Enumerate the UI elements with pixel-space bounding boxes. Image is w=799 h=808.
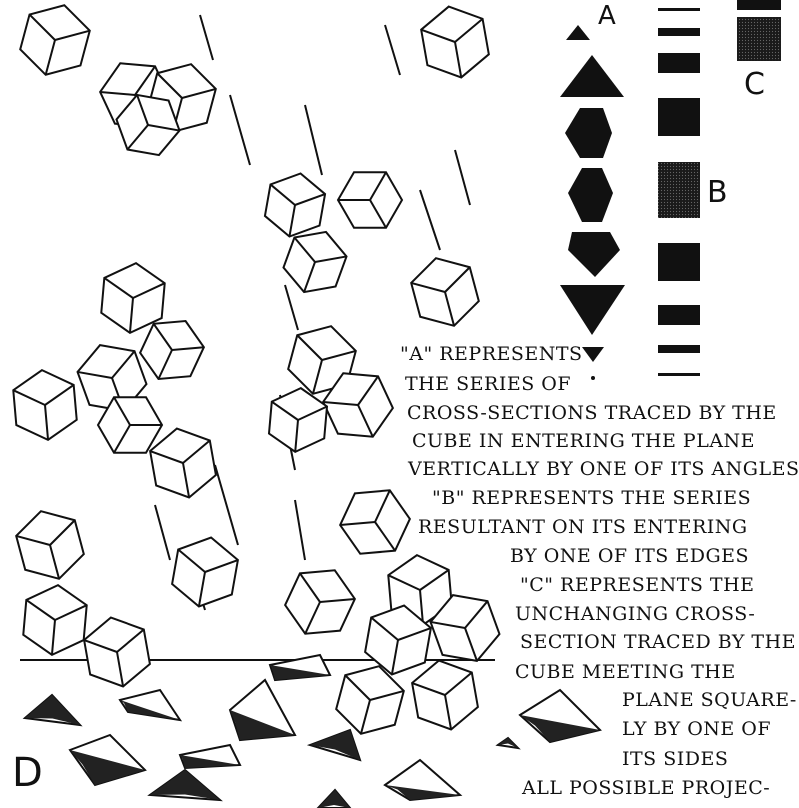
series-b-shape-6 xyxy=(658,243,700,281)
series-a-shape-6 xyxy=(560,285,625,335)
cube-group xyxy=(13,5,499,734)
label-a: A xyxy=(598,3,616,29)
label-c: C xyxy=(744,70,765,100)
series-c-shape-1 xyxy=(737,0,781,10)
series-b-shape-5 xyxy=(658,162,700,218)
series-b-shape-4 xyxy=(658,98,700,136)
series-a-shape-5 xyxy=(568,232,620,277)
series-c-shape-2 xyxy=(737,17,781,61)
label-b: B xyxy=(707,178,728,208)
series-a-shape-8 xyxy=(591,376,595,380)
series-a xyxy=(560,25,625,380)
series-a-shape-2 xyxy=(560,55,624,97)
series-b-shape-2 xyxy=(658,28,700,36)
series-b-shape-1 xyxy=(658,8,700,11)
series-b-shape-8 xyxy=(658,345,700,353)
series-a-shape-3 xyxy=(565,108,612,158)
series-a-shape-1 xyxy=(566,25,590,40)
series-b-shape-9 xyxy=(658,373,700,376)
series-b xyxy=(658,8,700,376)
label-d: D xyxy=(12,753,43,793)
series-b-shape-3 xyxy=(658,53,700,73)
series-a-shape-4 xyxy=(568,168,613,222)
series-a-shape-7 xyxy=(582,347,604,362)
series-b-shape-7 xyxy=(658,305,700,325)
series-c xyxy=(737,0,781,61)
